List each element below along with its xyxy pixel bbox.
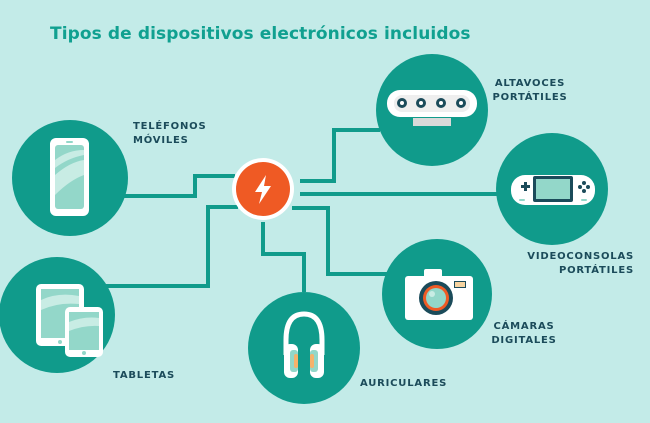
label-consoles: VIDEOCONSOLAS PORTÁTILES: [527, 250, 634, 278]
label-speakers-line1: ALTAVOCES: [494, 78, 566, 89]
label-cameras-line2: DIGITALES: [491, 335, 557, 346]
tablet-icon: [36, 284, 103, 357]
connector-cameras: [292, 206, 388, 276]
label-tablets: TABLETAS: [113, 369, 175, 383]
headphones-circle: [248, 292, 360, 404]
hub-node: [232, 158, 294, 220]
headphones-icon: [283, 311, 325, 378]
label-headphones-line1: AURICULARES: [360, 378, 448, 389]
label-phones: TELÉFONOS MÓVILES: [133, 120, 206, 148]
connector-headphones: [261, 222, 306, 292]
page-title: Tipos de dispositivos electrónicos inclu…: [50, 24, 471, 44]
label-phones-line1: TELÉFONOS: [133, 121, 207, 132]
label-phones-line2: MÓVILES: [133, 135, 189, 146]
label-cameras-line1: CÁMARAS: [493, 321, 555, 332]
label-cameras: CÁMARAS DIGITALES: [488, 320, 560, 348]
connector-tablets: [105, 205, 238, 288]
connector-lines: [105, 128, 500, 292]
label-tablets-line1: TABLETAS: [113, 370, 175, 381]
label-consoles-line1: VIDEOCONSOLAS: [527, 251, 634, 262]
smartphone-icon: [50, 138, 89, 216]
speaker-icon: [387, 90, 477, 126]
label-headphones: AURICULARES: [360, 377, 447, 391]
connector-phones: [120, 174, 235, 198]
label-speakers-line2: PORTÁTILES: [492, 92, 568, 103]
label-consoles-line2: PORTÁTILES: [558, 265, 634, 276]
lightning-bolt-icon: [255, 175, 271, 204]
label-speakers: ALTAVOCES PORTÁTILES: [490, 77, 570, 105]
handheld-console-icon: [511, 175, 595, 205]
camera-icon: [405, 269, 473, 320]
connector-speakers: [300, 128, 380, 183]
